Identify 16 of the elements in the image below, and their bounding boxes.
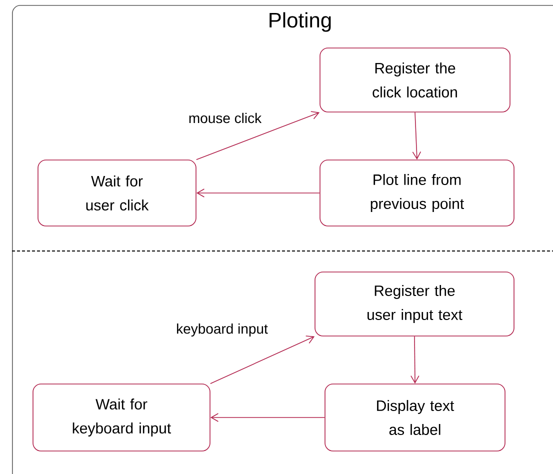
transition-arrow bbox=[196, 188, 320, 198]
edge-label: keyboard input bbox=[177, 323, 268, 337]
state-box: Register the click location bbox=[320, 48, 510, 112]
state-box: Plot line from previous point bbox=[320, 160, 514, 226]
composite-state bbox=[12, 5, 553, 474]
state-box: Wait for user click bbox=[38, 160, 196, 226]
state-title: Ploting bbox=[270, 12, 331, 32]
transition-arrow bbox=[412, 112, 422, 160]
state-box: Register the user input text bbox=[314, 272, 514, 336]
transition-arrow bbox=[196, 111, 320, 160]
state-box: Wait for keyboard input bbox=[32, 384, 210, 452]
transition-arrow bbox=[210, 413, 325, 422]
transition-arrow bbox=[210, 336, 315, 384]
transition-arrow bbox=[410, 336, 420, 384]
state-box: Display text as label bbox=[324, 384, 506, 452]
edge-label: mouse click bbox=[189, 112, 262, 124]
